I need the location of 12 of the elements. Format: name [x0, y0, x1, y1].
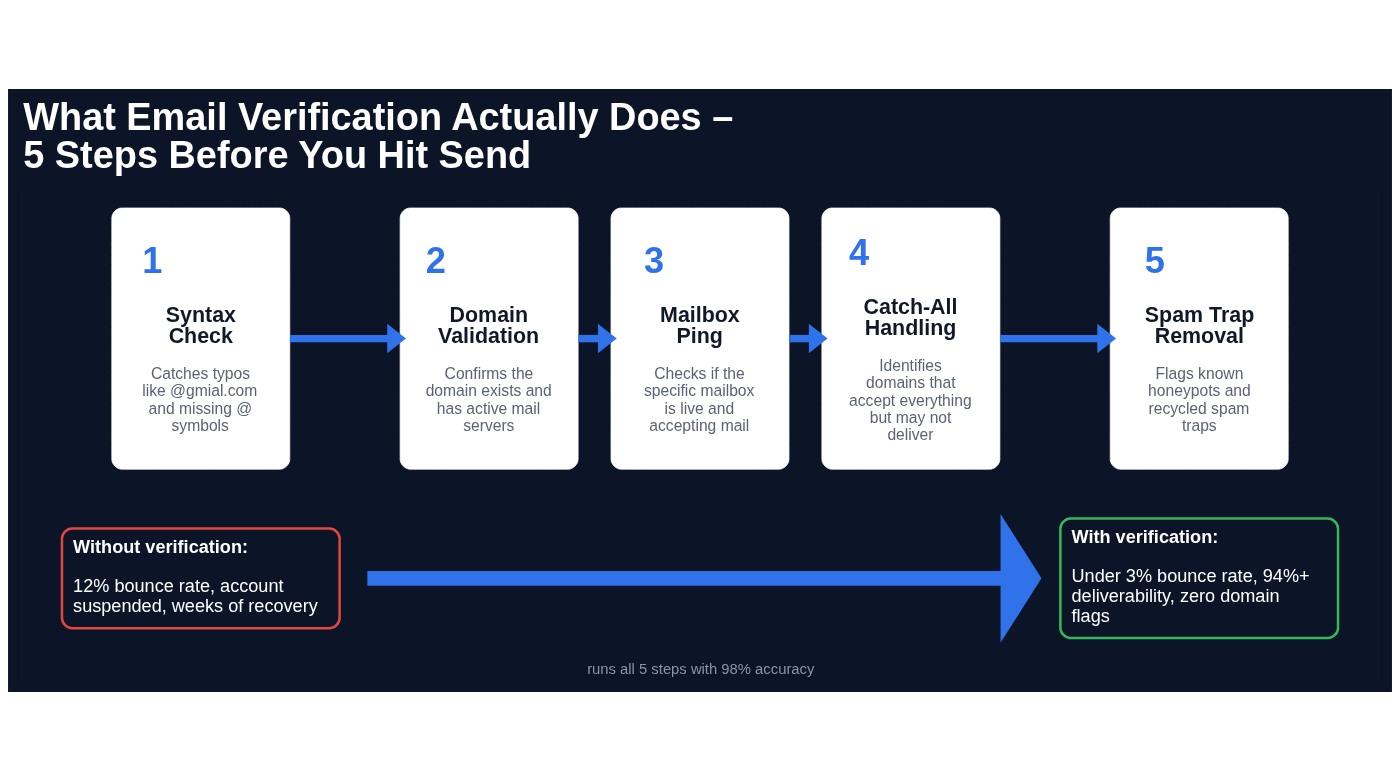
node-box: 3 Mailbox Ping Checks if the specific mailbox is live and accepting mail — [610, 207, 790, 470]
node-box: 1 Syntax Check Catches typos like @gmial.com and missing @ symbols — [111, 207, 291, 470]
arrow — [578, 323, 617, 354]
arrow — [1000, 323, 1117, 354]
arrow — [289, 323, 406, 354]
arrow — [789, 323, 828, 354]
diagram-title: What Email Verification Actually Does – 5 Steps Before You Hit Send — [23, 96, 734, 176]
node-box: 4 Catch-All Handling Identifies domains that accept everything but may not deliver — [821, 207, 1001, 470]
node-box: 2 Domain Validation Confirms the domain exists and has active mail servers — [399, 207, 579, 470]
arrow — [367, 513, 1042, 643]
node-box: 5 Spam Trap Removal Flags known honeypots and recycled spam traps — [1109, 207, 1289, 470]
caption: runs all 5 steps with 98% accuracy — [587, 661, 815, 678]
